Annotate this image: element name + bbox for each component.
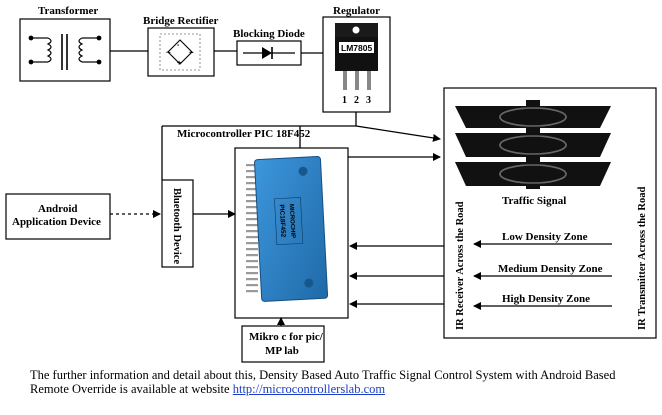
ir-receiver-label: IR Receiver Across the Road xyxy=(455,201,466,330)
mikro-c-block: Mikro c for pic/ MP lab xyxy=(241,325,325,363)
regulator-pin-3: 3 xyxy=(366,95,371,106)
mikro-label-line2: MP lab xyxy=(265,345,299,357)
ir-transmitter-label: IR Transmitter Across the Road xyxy=(637,187,648,330)
svg-text:+: + xyxy=(177,60,181,67)
traffic-system-block: Traffic Signal IR Receiver Across the Ro… xyxy=(443,87,657,339)
regulator-block: LM7805 1 2 3 xyxy=(322,16,391,113)
regulator-pin-1: 1 xyxy=(342,95,347,106)
svg-text:~: ~ xyxy=(166,48,171,57)
footer-link[interactable]: http://microcontrollerslab.com xyxy=(232,382,386,396)
blocking-diode-block xyxy=(236,40,302,66)
diode-icon xyxy=(243,47,295,59)
regulator-label: Regulator xyxy=(333,5,380,17)
medium-density-label: Medium Density Zone xyxy=(498,263,603,275)
microcontroller-label: Microcontroller PIC 18F452 xyxy=(177,128,311,140)
high-density-label: High Density Zone xyxy=(502,293,590,305)
mikro-label-line1: Mikro c for pic/ xyxy=(249,331,324,343)
regulator-icon xyxy=(335,23,378,90)
bluetooth-label: Bluetooth Device xyxy=(171,188,182,264)
transformer-label: Transformer xyxy=(38,5,98,17)
low-density-label: Low Density Zone xyxy=(502,231,588,243)
footer-caption: The further information and detail about… xyxy=(30,368,650,396)
microcontroller-block: PIC18F452 MICROCHIP xyxy=(234,147,349,319)
transformer-icon xyxy=(28,34,102,70)
svg-text:-: - xyxy=(177,42,180,49)
traffic-light-icon xyxy=(455,100,611,189)
power-to-traffic-signal-arrow xyxy=(355,125,441,142)
bridge-rectifier-label: Bridge Rectifier xyxy=(143,15,219,27)
svg-text:~: ~ xyxy=(189,48,194,57)
android-device-block: Android Application Device xyxy=(5,193,111,240)
svg-text:PIC18F452: PIC18F452 xyxy=(278,204,287,238)
traffic-signal-label: Traffic Signal xyxy=(502,195,566,207)
android-label-line2: Application Device xyxy=(12,216,101,228)
svg-text:MICROCHIP: MICROCHIP xyxy=(288,204,296,239)
pic-chip-icon: PIC18F452 MICROCHIP xyxy=(246,155,329,302)
android-label-line1: Android xyxy=(38,203,78,215)
regulator-chip-label: LM7805 xyxy=(341,43,372,53)
bridge-rectifier-block: ~ ~ - + xyxy=(147,27,215,77)
blocking-diode-label: Blocking Diode xyxy=(233,28,305,40)
regulator-pin-2: 2 xyxy=(354,95,359,106)
footer-text: The further information and detail about… xyxy=(30,368,616,396)
transformer-block xyxy=(19,18,111,82)
bridge-rectifier-icon: ~ ~ - + xyxy=(159,33,201,71)
bluetooth-device-block: Bluetooth Device xyxy=(161,179,194,268)
